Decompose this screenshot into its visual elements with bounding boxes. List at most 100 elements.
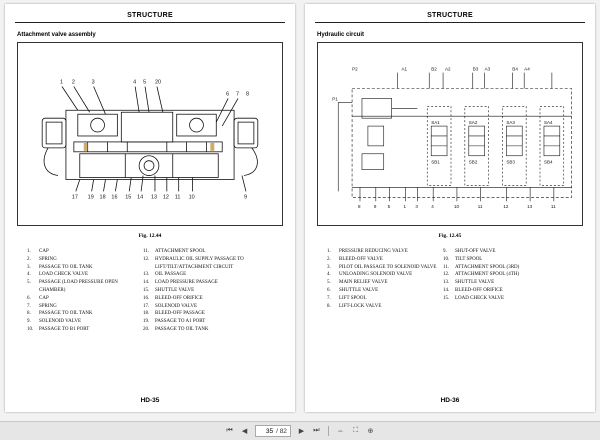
- spool-label: SA4: [544, 120, 553, 125]
- legend-item-number: 19.: [143, 319, 150, 325]
- legend-item-text: SOLENOID VALVE: [155, 303, 197, 309]
- callout-top: 3: [92, 80, 95, 86]
- legend-item: 1. PRESSURE REDUCING VALVE: [327, 248, 447, 256]
- legend-item: 14.BLEED-OFF ORIFICE: [443, 287, 563, 295]
- legend-item-number: 18.: [143, 311, 150, 317]
- legend-item-number: 15.: [443, 295, 450, 301]
- legend-item-number: 3.: [327, 264, 331, 270]
- legend-item-text: BLEED-OFF ORIFICE: [155, 295, 203, 301]
- page-number: HD-35: [140, 397, 160, 404]
- legend-item-number: 14.: [443, 287, 450, 293]
- viewer-toolbar: ⏮ ◀ / 82 ▶ ⏭ ⇔ ⛶ ⊕: [0, 421, 600, 440]
- toolbar-divider: [327, 426, 329, 436]
- callout-bottom: 17: [72, 194, 78, 200]
- legend-item: 5. MAIN RELIEF VALVE: [327, 279, 447, 287]
- legend-item-number: 12.: [143, 256, 150, 262]
- legend-item: 18. BLEED-OFF PASSAGE: [143, 310, 263, 318]
- legend-item-text: CAP: [39, 249, 49, 254]
- legend-item-text: CAP: [39, 295, 49, 301]
- section-title: Attachment valve assembly: [17, 32, 96, 38]
- zoom-in-icon[interactable]: ⊕: [367, 428, 374, 435]
- port-label: A1: [402, 67, 408, 72]
- callout-bottom: 9: [374, 204, 377, 209]
- port-label: P2: [352, 67, 358, 72]
- spool-label: SA3: [506, 120, 515, 125]
- callout-bottom: 13: [151, 194, 157, 200]
- legend-item: 3.PASSAGE TO OIL TANK: [27, 264, 147, 272]
- hydraulic-circuit-drawing: P2 P1 A1 B2 A2 B3 A3 B4 A4 SA1 SA2 SA3 S…: [332, 67, 572, 209]
- callout-top: 20: [155, 80, 161, 86]
- legend-item-number: 11.: [143, 249, 150, 254]
- legend-item-number: 12.: [443, 272, 450, 278]
- legend-item-text: PASSAGE TO OIL TANK: [39, 264, 93, 270]
- callout-top: 1: [60, 80, 63, 86]
- spool-label: SA1: [431, 120, 440, 125]
- callout-bottom: 10: [189, 194, 195, 200]
- last-page-icon[interactable]: ⏭: [313, 427, 320, 434]
- legend-item-text: PILOT OIL PASSAGE TO SOLENOID VALVE: [339, 264, 437, 270]
- current-page-input[interactable]: [259, 427, 274, 435]
- legend-item-number: 15.: [143, 287, 150, 293]
- legend-item-number: 7.: [327, 295, 331, 301]
- callout-bottom: 11: [478, 204, 483, 209]
- callout-top: 4: [133, 80, 136, 86]
- page-header: STRUCTURE: [315, 12, 585, 23]
- legend-item: 8. PASSAGE TO OIL TANK: [27, 310, 147, 318]
- callout-bottom: 18: [100, 194, 106, 200]
- port-label: B4: [512, 67, 518, 72]
- legend-item-text: BLEED-OFF PASSAGE: [155, 311, 205, 317]
- prev-page-icon[interactable]: ◀: [241, 428, 248, 435]
- legend-item: 7.SPRING: [27, 303, 147, 311]
- legend-item: 10.PASSAGE TO B1 PORT: [27, 326, 147, 334]
- fit-width-icon[interactable]: ⇔: [336, 427, 344, 435]
- total-pages: / 82: [276, 427, 287, 435]
- callout-bottom: 3: [415, 204, 418, 209]
- legend-item-text: SOLENOID VALVE: [39, 319, 81, 325]
- legend-item-text: PRESSURE REDUCING VALVE: [339, 249, 408, 254]
- legend-item-number: 14.: [143, 280, 150, 286]
- legend-item-number: 13.: [443, 280, 450, 286]
- legend-item-number: 8.: [27, 311, 31, 317]
- legend-item-number: [27, 287, 39, 295]
- legend-item: 12.ATTACHMENT SPOOL (4TH): [443, 271, 563, 279]
- legend-item-text: OIL PASSAGE: [155, 272, 187, 278]
- legend-item: 13.SHUTTLE VALVE: [443, 279, 563, 287]
- callout-bottom: 14: [137, 194, 143, 200]
- callout-top: 5: [143, 80, 146, 86]
- legend-item: 10.TILT SPOOL: [443, 256, 563, 264]
- legend-item-number: 5.: [327, 280, 331, 286]
- legend-item: 7.LIFT SPOOL: [327, 295, 447, 303]
- figure-caption: Fig. 12.44: [138, 233, 162, 239]
- port-label: A4: [524, 67, 530, 72]
- callout-bottom: 1: [404, 204, 407, 209]
- legend-item-number: 5.: [27, 280, 31, 286]
- port-label: B2: [431, 67, 437, 72]
- legend-item-text: LIFT-LOCK VALVE: [339, 303, 382, 309]
- attachment-valve-diagram: 1 2 3 4 5 20 6 7 8 17 19 18 16 15 14 13 …: [17, 42, 283, 226]
- legend-item-number: 16.: [143, 295, 150, 301]
- legend-item-text: SHUTTLE VALVE: [339, 287, 379, 293]
- next-page-icon[interactable]: ▶: [298, 428, 305, 435]
- first-page-icon[interactable]: ⏮: [226, 427, 233, 434]
- fullscreen-icon[interactable]: ⛶: [352, 427, 358, 434]
- legend-item: 4.UNLOADING SOLENOID VALVE: [327, 271, 447, 279]
- legend-item: 4.LOAD CHECK VALVE: [27, 271, 147, 279]
- legend-item-number: 4.: [27, 272, 31, 278]
- legend-item-number: 13.: [143, 272, 150, 278]
- hydraulic-circuit-diagram: P2 P1 A1 B2 A2 B3 A3 B4 A4 SA1 SA2 SA3 S…: [317, 42, 583, 226]
- legend-item: 17. SOLENOID VALVE: [143, 303, 263, 311]
- legend-item: 8.LIFT-LOCK VALVE: [327, 303, 447, 311]
- spool-label: SB2: [469, 160, 478, 165]
- port-label: A3: [485, 67, 491, 72]
- legend-item-number: 17.: [143, 303, 150, 309]
- spool-label: SA2: [469, 120, 478, 125]
- legend-item-text: PASSAGE TO OIL TANK: [39, 311, 93, 317]
- legend-item-number: 9.: [443, 249, 447, 254]
- legend-item-text: MAIN RELIEF VALVE: [339, 280, 388, 286]
- callout-bottom: 10: [454, 204, 460, 209]
- spool-label: SB1: [431, 160, 440, 165]
- callout-bottom: 4: [431, 204, 434, 209]
- legend-item-number: 1.: [327, 249, 331, 254]
